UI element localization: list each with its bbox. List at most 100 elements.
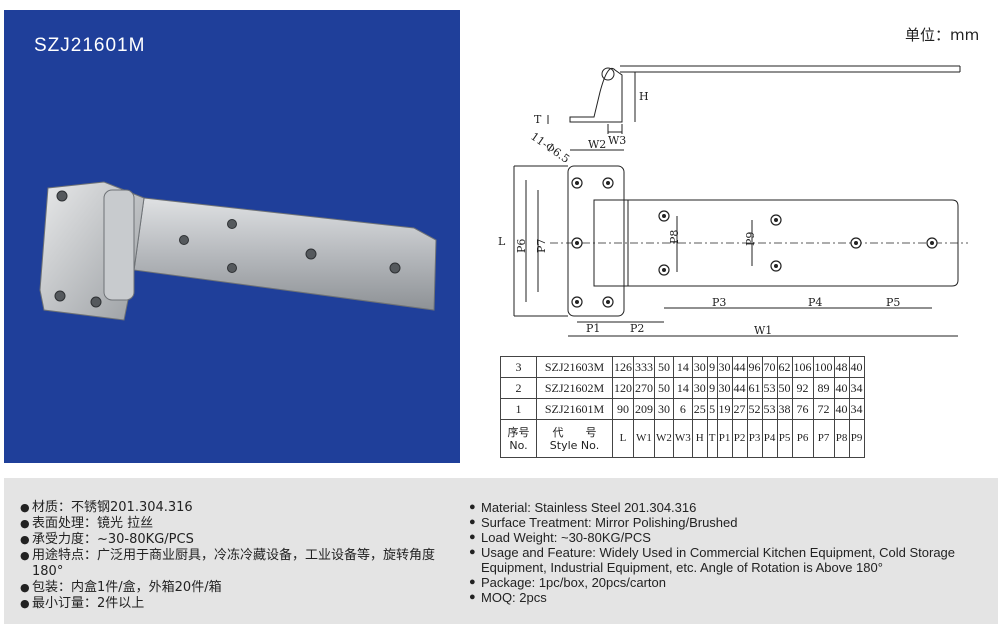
info-item: ●Surface Treatment: Mirror Polishing/Bru… <box>469 515 989 530</box>
info-text: 材质：不锈钢201.304.316 <box>32 500 193 515</box>
table-cell: 40 <box>833 398 850 420</box>
info-item: ●MOQ: 2pcs <box>469 590 989 605</box>
table-cell: 6 <box>672 398 693 420</box>
dim-label-t: T <box>534 113 542 126</box>
info-text: 最小订量：2件以上 <box>32 596 145 611</box>
technical-drawing: H T W3 W2 11-Φ6.5 L P6 P7 P8 P9 P1 P2 P3… <box>498 65 968 337</box>
info-english: ● Material: Stainless Steel 201.304.316●S… <box>469 500 989 605</box>
table-cell: SZJ21602M <box>536 377 613 399</box>
dim-label-w2: W2 <box>588 138 606 151</box>
table-cell: 120 <box>612 377 634 399</box>
bullet-icon: ● <box>469 501 476 513</box>
product-photo-panel: SZJ21601M <box>4 10 460 463</box>
table-cell: 96 <box>746 356 763 378</box>
dim-label-p7: P7 <box>535 239 548 253</box>
table-cell: 89 <box>812 377 835 399</box>
table-header-cell: P1 <box>716 419 733 458</box>
table-cell: 106 <box>791 356 814 378</box>
table-cell: 5 <box>706 398 718 420</box>
side-view-pivot <box>601 67 615 81</box>
info-item: ●Package: 1pc/box, 20pcs/carton <box>469 575 989 590</box>
dim-label-p2: P2 <box>630 322 644 335</box>
table-cell: 30 <box>654 398 674 420</box>
info-text: 承受力度：~30-80KG/PCS <box>32 532 194 547</box>
header-en: Style No. <box>549 438 600 452</box>
table-cell: 9 <box>706 377 718 399</box>
table-header-cell: H <box>691 419 708 458</box>
table-header-cell: P2 <box>731 419 748 458</box>
table-cell: 30 <box>716 356 733 378</box>
table-header-cell: W1 <box>633 419 655 458</box>
table-cell: 30 <box>691 356 708 378</box>
table-cell: 3 <box>500 356 537 378</box>
table-cell: 50 <box>776 377 793 399</box>
table-header-cell: P8 <box>833 419 850 458</box>
table-cell: 76 <box>791 398 814 420</box>
table-cell: 62 <box>776 356 793 378</box>
info-item: ●Usage and Feature: Widely Used in Comme… <box>469 545 989 575</box>
table-cell: 19 <box>716 398 733 420</box>
info-item: ●材质：不锈钢201.304.316 <box>20 500 460 516</box>
bullet-icon: ● <box>469 531 476 543</box>
table-cell: 2 <box>500 377 537 399</box>
header-cn: 序号 <box>507 425 530 439</box>
table-cell: 44 <box>731 356 748 378</box>
table-header-cell: P3 <box>746 419 763 458</box>
bullet-icon: ● <box>20 501 30 514</box>
dim-label-p5: P5 <box>886 296 900 309</box>
info-text: 用途特点：广泛用于商业厨具，冷冻冷藏设备，工业设备等，旋转角度180° <box>32 548 436 579</box>
table-cell: 209 <box>633 398 655 420</box>
table-cell: 1 <box>500 398 537 420</box>
bullet-icon: ● <box>20 533 30 546</box>
table-cell: 48 <box>833 356 850 378</box>
product-model-title: SZJ21601M <box>34 35 146 56</box>
info-item: ●承受力度：~30-80KG/PCS <box>20 532 460 548</box>
table-cell: 270 <box>633 377 655 399</box>
table-cell: 50 <box>654 356 674 378</box>
info-text: 表面处理：镜光 拉丝 <box>32 516 154 531</box>
info-bar: ●材质：不锈钢201.304.316●表面处理：镜光 拉丝●承受力度：~30-8… <box>4 478 998 624</box>
info-item: ● Material: Stainless Steel 201.304.316 <box>469 500 989 515</box>
table-cell: 72 <box>812 398 835 420</box>
bullet-icon: ● <box>20 581 30 594</box>
table-header-cell: P7 <box>812 419 835 458</box>
table-header-cell: W3 <box>672 419 693 458</box>
dim-label-p1: P1 <box>586 322 600 335</box>
bullet-icon: ● <box>469 546 476 558</box>
info-item: ●最小订量：2件以上 <box>20 596 460 612</box>
info-text: Material: Stainless Steel 201.304.316 <box>481 500 697 515</box>
table-cell: 38 <box>776 398 793 420</box>
table-cell: SZJ21601M <box>536 398 613 420</box>
table-cell: 53 <box>761 377 778 399</box>
table-cell: 70 <box>761 356 778 378</box>
table-cell: 9 <box>706 356 718 378</box>
header-en: No. <box>509 438 528 452</box>
dim-label-w3: W3 <box>608 134 626 147</box>
side-view-outline <box>569 67 623 123</box>
bullet-icon: ● <box>20 517 30 530</box>
table-cell: 40 <box>833 377 850 399</box>
table-cell: 53 <box>761 398 778 420</box>
table-header-cell: W2 <box>654 419 674 458</box>
table-cell: 34 <box>848 398 865 420</box>
info-item: ●包装：内盒1件/盒，外箱20件/箱 <box>20 580 460 596</box>
info-item: ● Load Weight: ~30-80KG/PCS <box>469 530 989 545</box>
dim-label-hole: 11-Φ6.5 <box>528 130 572 166</box>
dim-label-p6: P6 <box>515 239 528 253</box>
unit-label: 单位：mm <box>905 26 980 44</box>
table-header-cell: P4 <box>761 419 778 458</box>
table-cell: SZJ21603M <box>536 356 613 378</box>
info-text: Load Weight: ~30-80KG/PCS <box>481 530 651 545</box>
table-cell: 92 <box>791 377 814 399</box>
bullet-icon: ● <box>469 576 476 588</box>
table-cell: 14 <box>672 377 693 399</box>
table-cell: 30 <box>716 377 733 399</box>
info-text: MOQ: 2pcs <box>481 590 547 605</box>
table-cell: 61 <box>746 377 763 399</box>
dim-label-l: L <box>498 235 506 248</box>
info-text: 包装：内盒1件/盒，外箱20件/箱 <box>32 580 222 595</box>
info-item: ●表面处理：镜光 拉丝 <box>20 516 460 532</box>
